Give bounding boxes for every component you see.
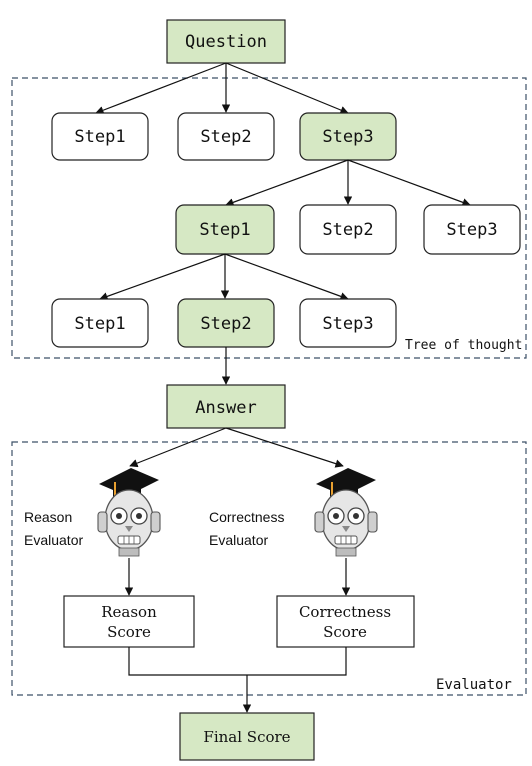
edge-l1step3-l2step1 — [225, 159, 349, 207]
reason-score-label-line2: Score — [107, 623, 151, 641]
reason-robot-icon — [97, 468, 161, 557]
tree-of-thought-label: Tree of thought — [405, 338, 522, 353]
edge-question-step1 — [95, 62, 227, 115]
edge-l1step3-l2step3 — [347, 159, 471, 207]
question-box — [166, 19, 286, 64]
l2-step2-box — [299, 204, 397, 255]
reason-evaluator-label-line2: Evaluator — [24, 532, 83, 548]
l1-step3-label: Step3 — [322, 127, 373, 147]
l1-step1-label: Step1 — [74, 127, 125, 147]
correctness-score-box — [276, 595, 415, 648]
l3-step1-label: Step1 — [74, 314, 125, 334]
l2-step1-label: Step1 — [199, 220, 250, 240]
evaluator-label: Evaluator — [436, 677, 512, 693]
l3-step2-label: Step2 — [200, 314, 251, 334]
reason-score-label-line1: Reason — [101, 603, 157, 621]
answer-label: Answer — [195, 398, 256, 418]
l3-step3-label: Step3 — [322, 314, 373, 334]
edge-answer-correctness-evaluator — [225, 427, 344, 468]
correctness-score-label-line1: Correctness — [299, 603, 391, 621]
edge-scores-merge — [128, 647, 347, 676]
correctness-evaluator-label-line2: Evaluator — [209, 532, 268, 548]
reason-score-box — [63, 595, 195, 648]
edge-l2step1-l3step1 — [99, 253, 226, 301]
question-label: Question — [185, 32, 267, 52]
l1-step1-box — [51, 112, 149, 161]
edge-l2step1-l3step3 — [224, 253, 349, 301]
final-score-label: Final Score — [203, 728, 290, 746]
tree-of-thought-frame — [11, 77, 527, 359]
evaluator-frame — [11, 441, 527, 696]
reason-evaluator-label-line1: Reason — [24, 509, 72, 525]
l1-step2-label: Step2 — [200, 127, 251, 147]
correctness-robot-icon — [314, 468, 378, 557]
correctness-evaluator-label-line1: Correctness — [209, 509, 284, 525]
l3-step1-box — [51, 298, 149, 348]
l2-step2-label: Step2 — [322, 220, 373, 240]
l2-step3-box — [423, 204, 521, 255]
l3-step3-box — [299, 298, 397, 348]
edge-question-step3 — [225, 62, 349, 115]
correctness-score-label-line2: Score — [323, 623, 367, 641]
edge-answer-reason-evaluator — [129, 427, 227, 468]
l1-step2-box — [177, 112, 275, 161]
final-score-box — [179, 712, 315, 761]
answer-box — [166, 384, 286, 429]
l2-step3-label: Step3 — [446, 220, 497, 240]
